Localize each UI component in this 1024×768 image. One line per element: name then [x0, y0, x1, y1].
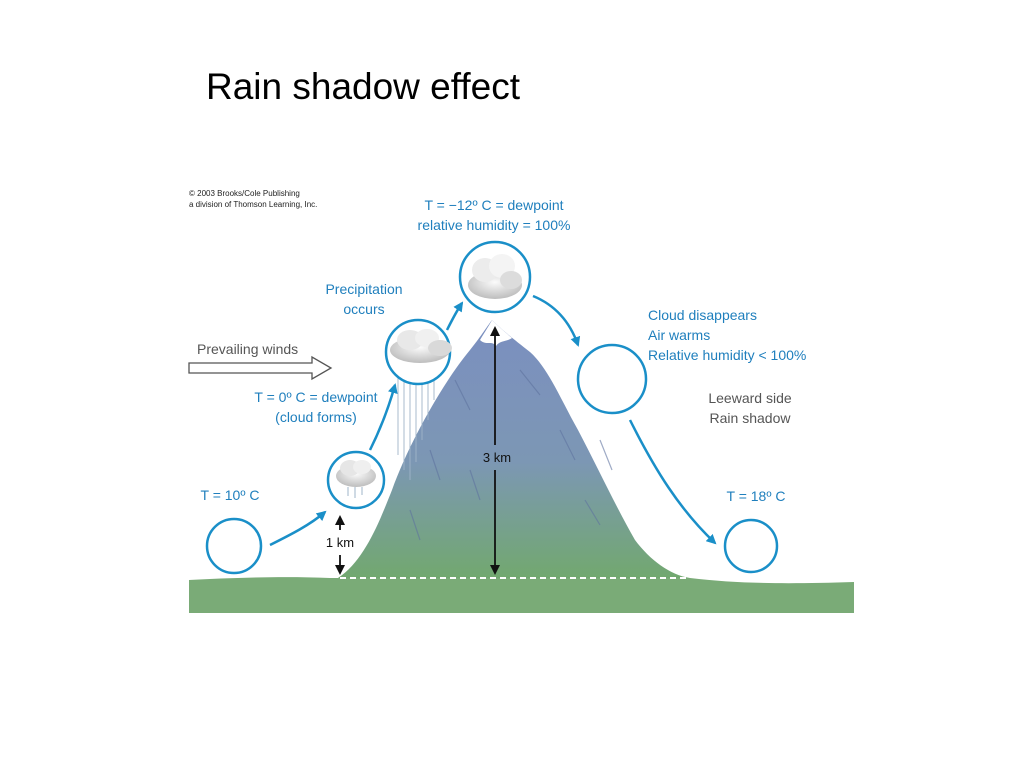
rain-streaks — [397, 368, 435, 480]
label-leeward-1: Leeward side — [708, 390, 791, 406]
arrow-to-precip — [368, 383, 398, 451]
label-summit-temp: T = −12º C = dewpoint — [424, 197, 563, 213]
prevailing-winds-arrow — [188, 355, 333, 381]
parcel-end — [723, 518, 779, 574]
label-start-temp: T = 10º C — [201, 487, 260, 503]
credit-line-1: © 2003 Brooks/Cole Publishing — [189, 189, 300, 198]
cloud-icon-summit — [468, 254, 522, 299]
arrow-to-descent — [532, 294, 581, 347]
label-cloud-forms-temp: T = 0º C = dewpoint — [254, 389, 377, 405]
label-disappear-1: Cloud disappears — [648, 307, 757, 323]
label-leeward-2: Rain shadow — [710, 410, 792, 426]
label-summit-humidity: relative humidity = 100% — [418, 217, 571, 233]
label-disappear-3: Relative humidity < 100% — [648, 347, 806, 363]
cloud-icon-small — [336, 460, 376, 498]
mountain — [338, 320, 690, 578]
label-cloud-forms: (cloud forms) — [275, 409, 357, 425]
cloud-icon-precip — [390, 329, 452, 363]
arrow-to-summit — [445, 301, 464, 331]
label-end-temp: T = 18º C — [727, 488, 786, 504]
parcel-descent — [576, 343, 648, 415]
arrow-to-end — [628, 419, 717, 545]
label-disappear-2: Air warms — [648, 327, 710, 343]
label-3km: 3 km — [483, 450, 511, 465]
parcel-start — [205, 517, 263, 575]
label-1km: 1 km — [326, 535, 354, 550]
label-precip-2: occurs — [343, 301, 384, 317]
ground — [189, 577, 854, 613]
mountain-texture — [409, 369, 613, 541]
arrow-to-cloud-forms — [269, 510, 327, 547]
label-prevailing-winds: Prevailing winds — [197, 341, 298, 357]
credit-line-2: a division of Thomson Learning, Inc. — [189, 200, 317, 209]
label-precip-1: Precipitation — [325, 281, 402, 297]
slide-title: Rain shadow effect — [206, 66, 521, 107]
